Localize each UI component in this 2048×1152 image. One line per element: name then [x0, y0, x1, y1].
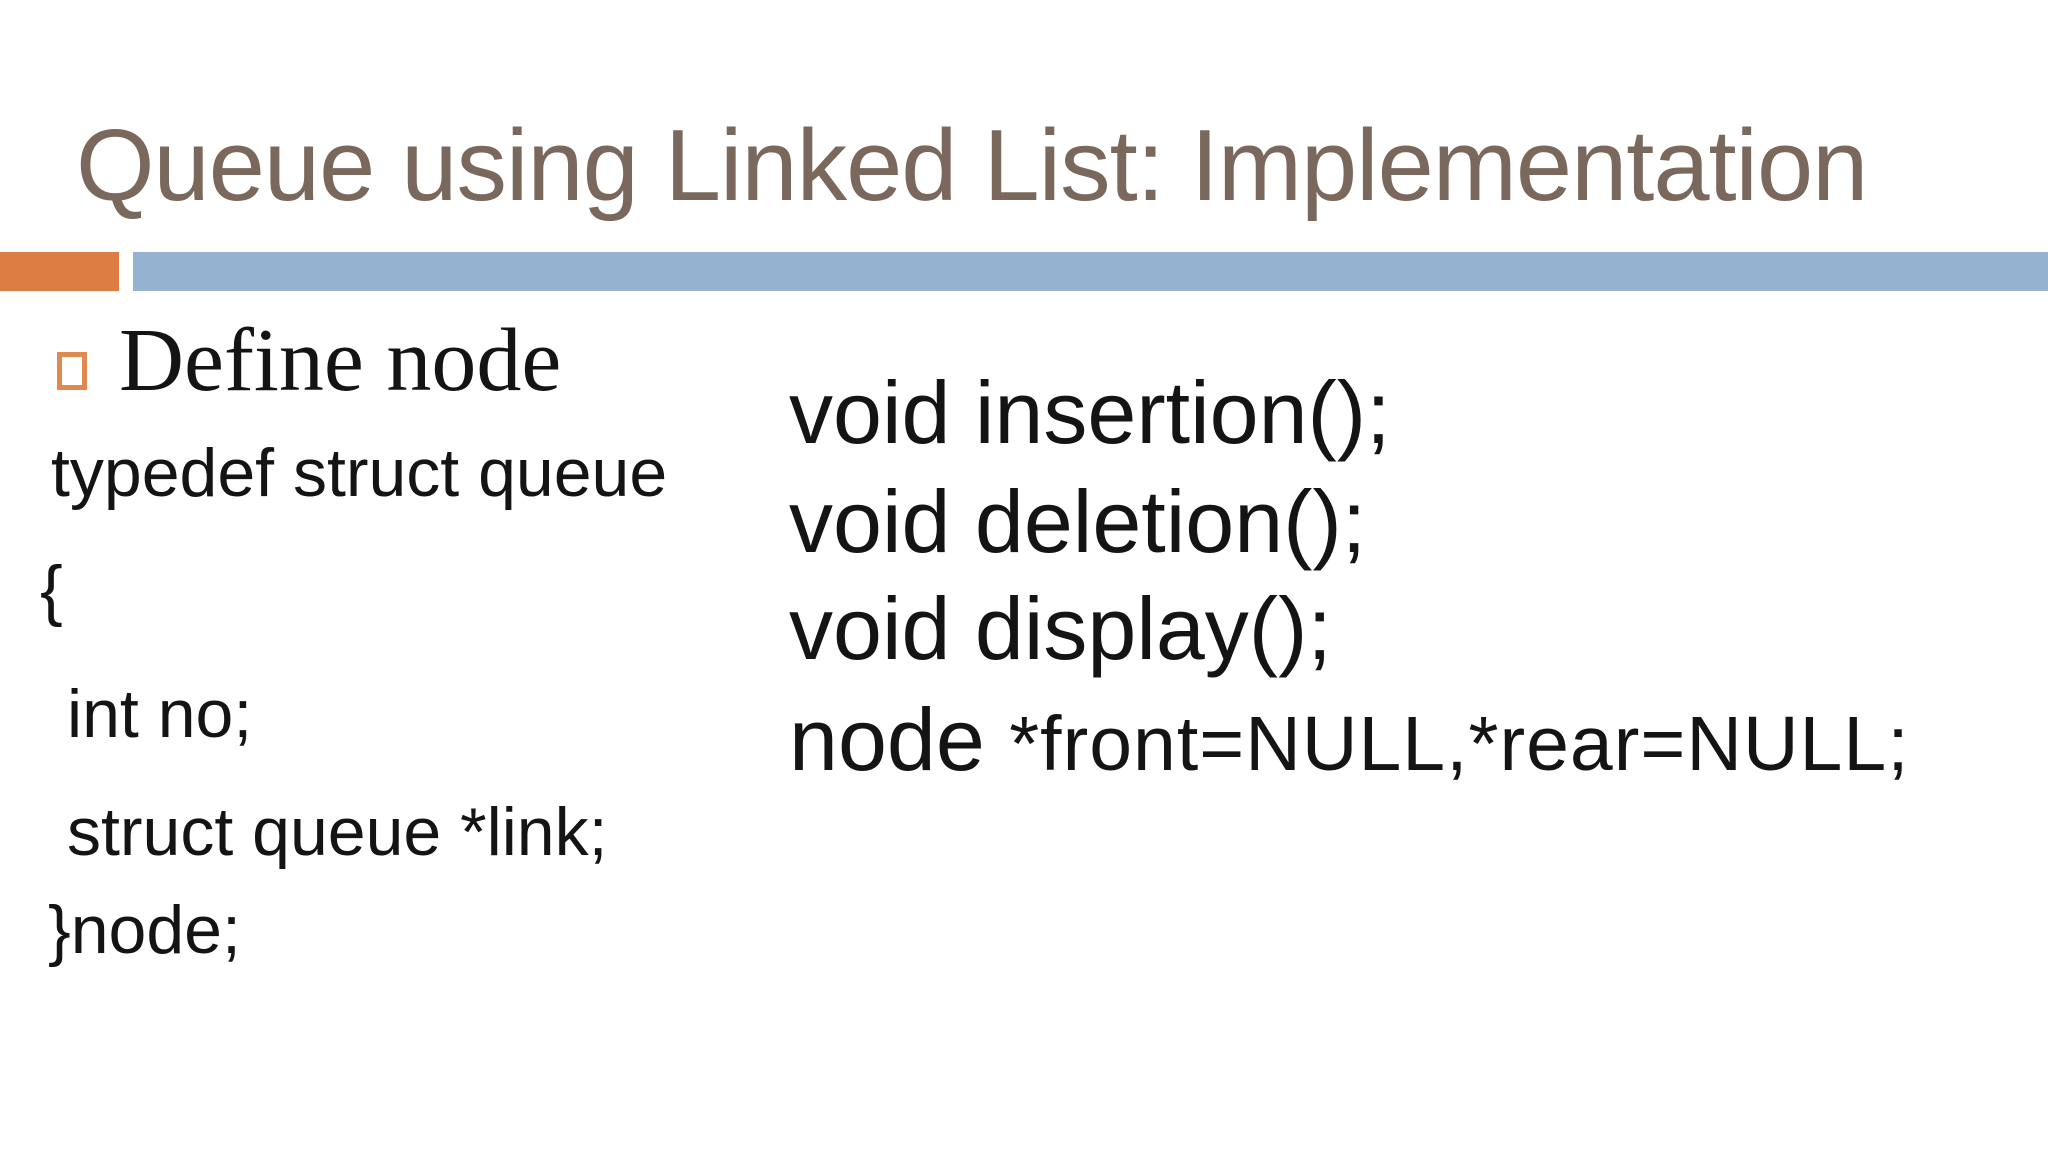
bullet-square-icon	[57, 352, 87, 390]
title-divider-blue-bar	[133, 252, 2048, 291]
code-right-line-declaration: node *front=NULL,*rear=NULL;	[789, 696, 1910, 784]
code-left-line-struct-link: struct queue *link;	[67, 794, 608, 870]
code-right-line-deletion: void deletion();	[789, 472, 1367, 571]
slide-title: Queue using Linked List: Implementation	[76, 110, 1868, 222]
code-right-line-display: void display();	[789, 579, 1332, 678]
code-left-line-int-no: int no;	[67, 676, 253, 752]
declaration-keyword: node	[789, 690, 1010, 789]
code-left-line-typedef: typedef struct queue	[51, 435, 668, 511]
title-divider-orange-block	[0, 252, 119, 291]
code-left-line-close-node: }node;	[48, 892, 241, 968]
bullet-label: Define node	[119, 311, 562, 410]
code-left-line-open-brace: {	[40, 552, 63, 628]
declaration-rest: *front=NULL,*rear=NULL;	[1009, 701, 1910, 787]
code-right-line-insertion: void insertion();	[789, 363, 1391, 462]
